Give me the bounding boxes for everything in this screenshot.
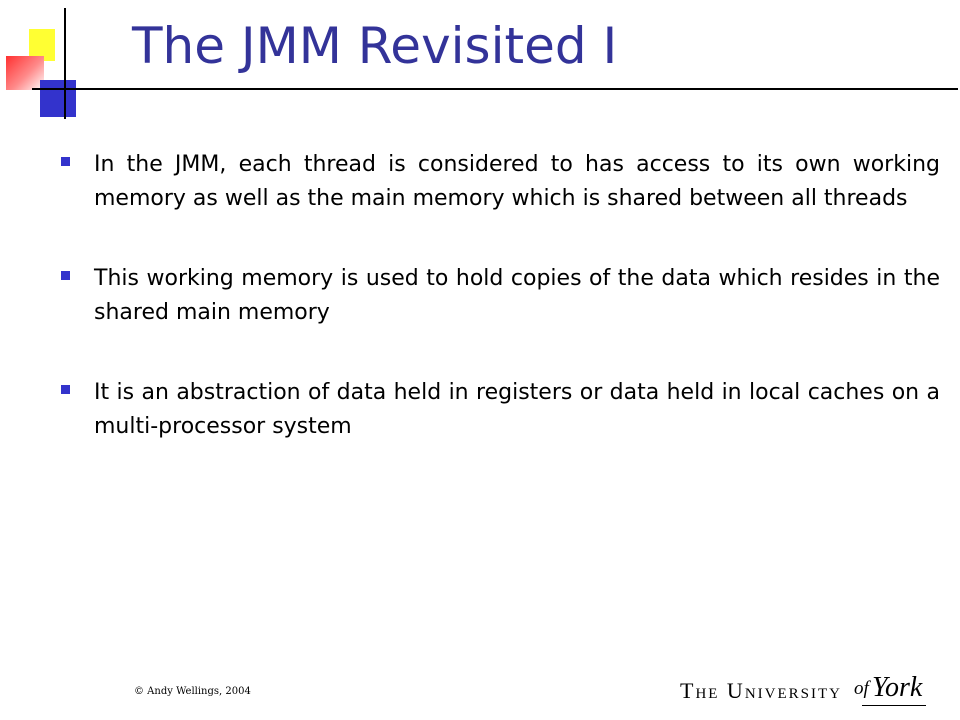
blue-square (40, 80, 76, 117)
square-bullet-icon (61, 157, 70, 166)
bullet-list: In the JMM, each thread is considered to… (60, 148, 940, 490)
bullet-item: In the JMM, each thread is considered to… (60, 148, 940, 216)
yellow-square (29, 29, 55, 61)
logo-university-text: The University (680, 678, 842, 703)
logo-underline (862, 705, 926, 706)
bullet-item: This working memory is used to hold copi… (60, 262, 940, 330)
copyright-notice: © Andy Wellings, 2004 (134, 686, 251, 697)
slide-title: The JMM Revisited I (132, 17, 618, 75)
square-bullet-icon (61, 271, 70, 280)
logo-york-text: York (872, 672, 923, 703)
bullet-item: It is an abstraction of data held in reg… (60, 376, 940, 444)
bullet-text: It is an abstraction of data held in reg… (94, 380, 940, 439)
bullet-text: In the JMM, each thread is considered to… (94, 152, 940, 211)
title-rule (32, 88, 958, 90)
vertical-rule (64, 8, 66, 119)
logo-of-text: of (854, 678, 869, 699)
corner-squares-decoration (0, 0, 90, 125)
red-square (6, 56, 44, 90)
square-bullet-icon (61, 385, 70, 394)
bullet-text: This working memory is used to hold copi… (94, 266, 940, 325)
university-logo: The University of York (680, 668, 940, 718)
